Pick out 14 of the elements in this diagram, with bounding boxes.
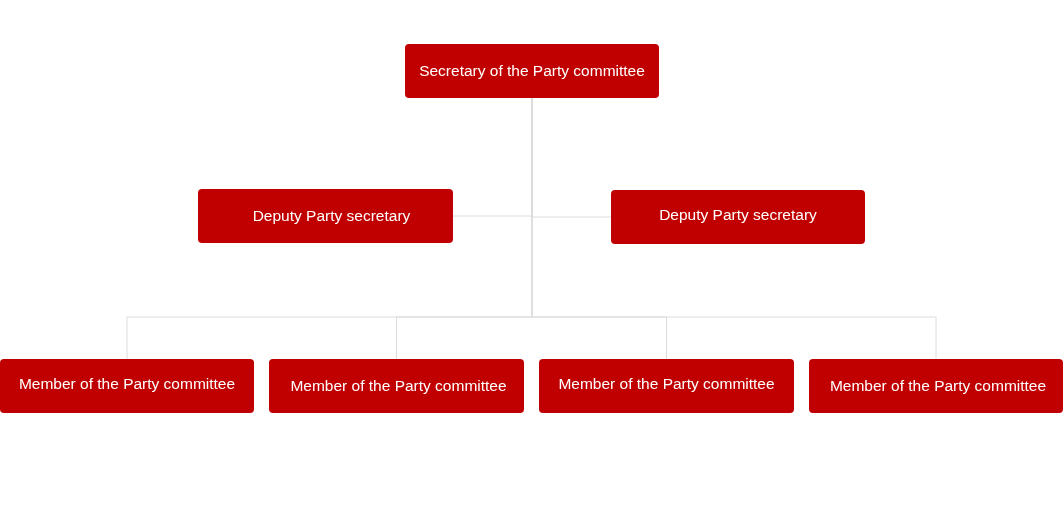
role-box [405,44,659,98]
role-box [539,359,794,413]
role-title: Member of the Party committee [558,375,775,393]
role-box [809,359,1063,413]
role-title: Deputy Party secretary [252,207,411,225]
role-title: Secretary of the Party committee [419,62,645,80]
role-box [611,190,865,244]
role-box [0,359,254,413]
role-title: Member of the Party committee [829,377,1047,395]
role-title: Deputy Party secretary [659,206,817,224]
role-box [198,189,453,243]
role-title: Member of the Party committee [290,377,507,395]
role-box [269,359,524,413]
role-title: Member of the Party committee [18,375,236,393]
